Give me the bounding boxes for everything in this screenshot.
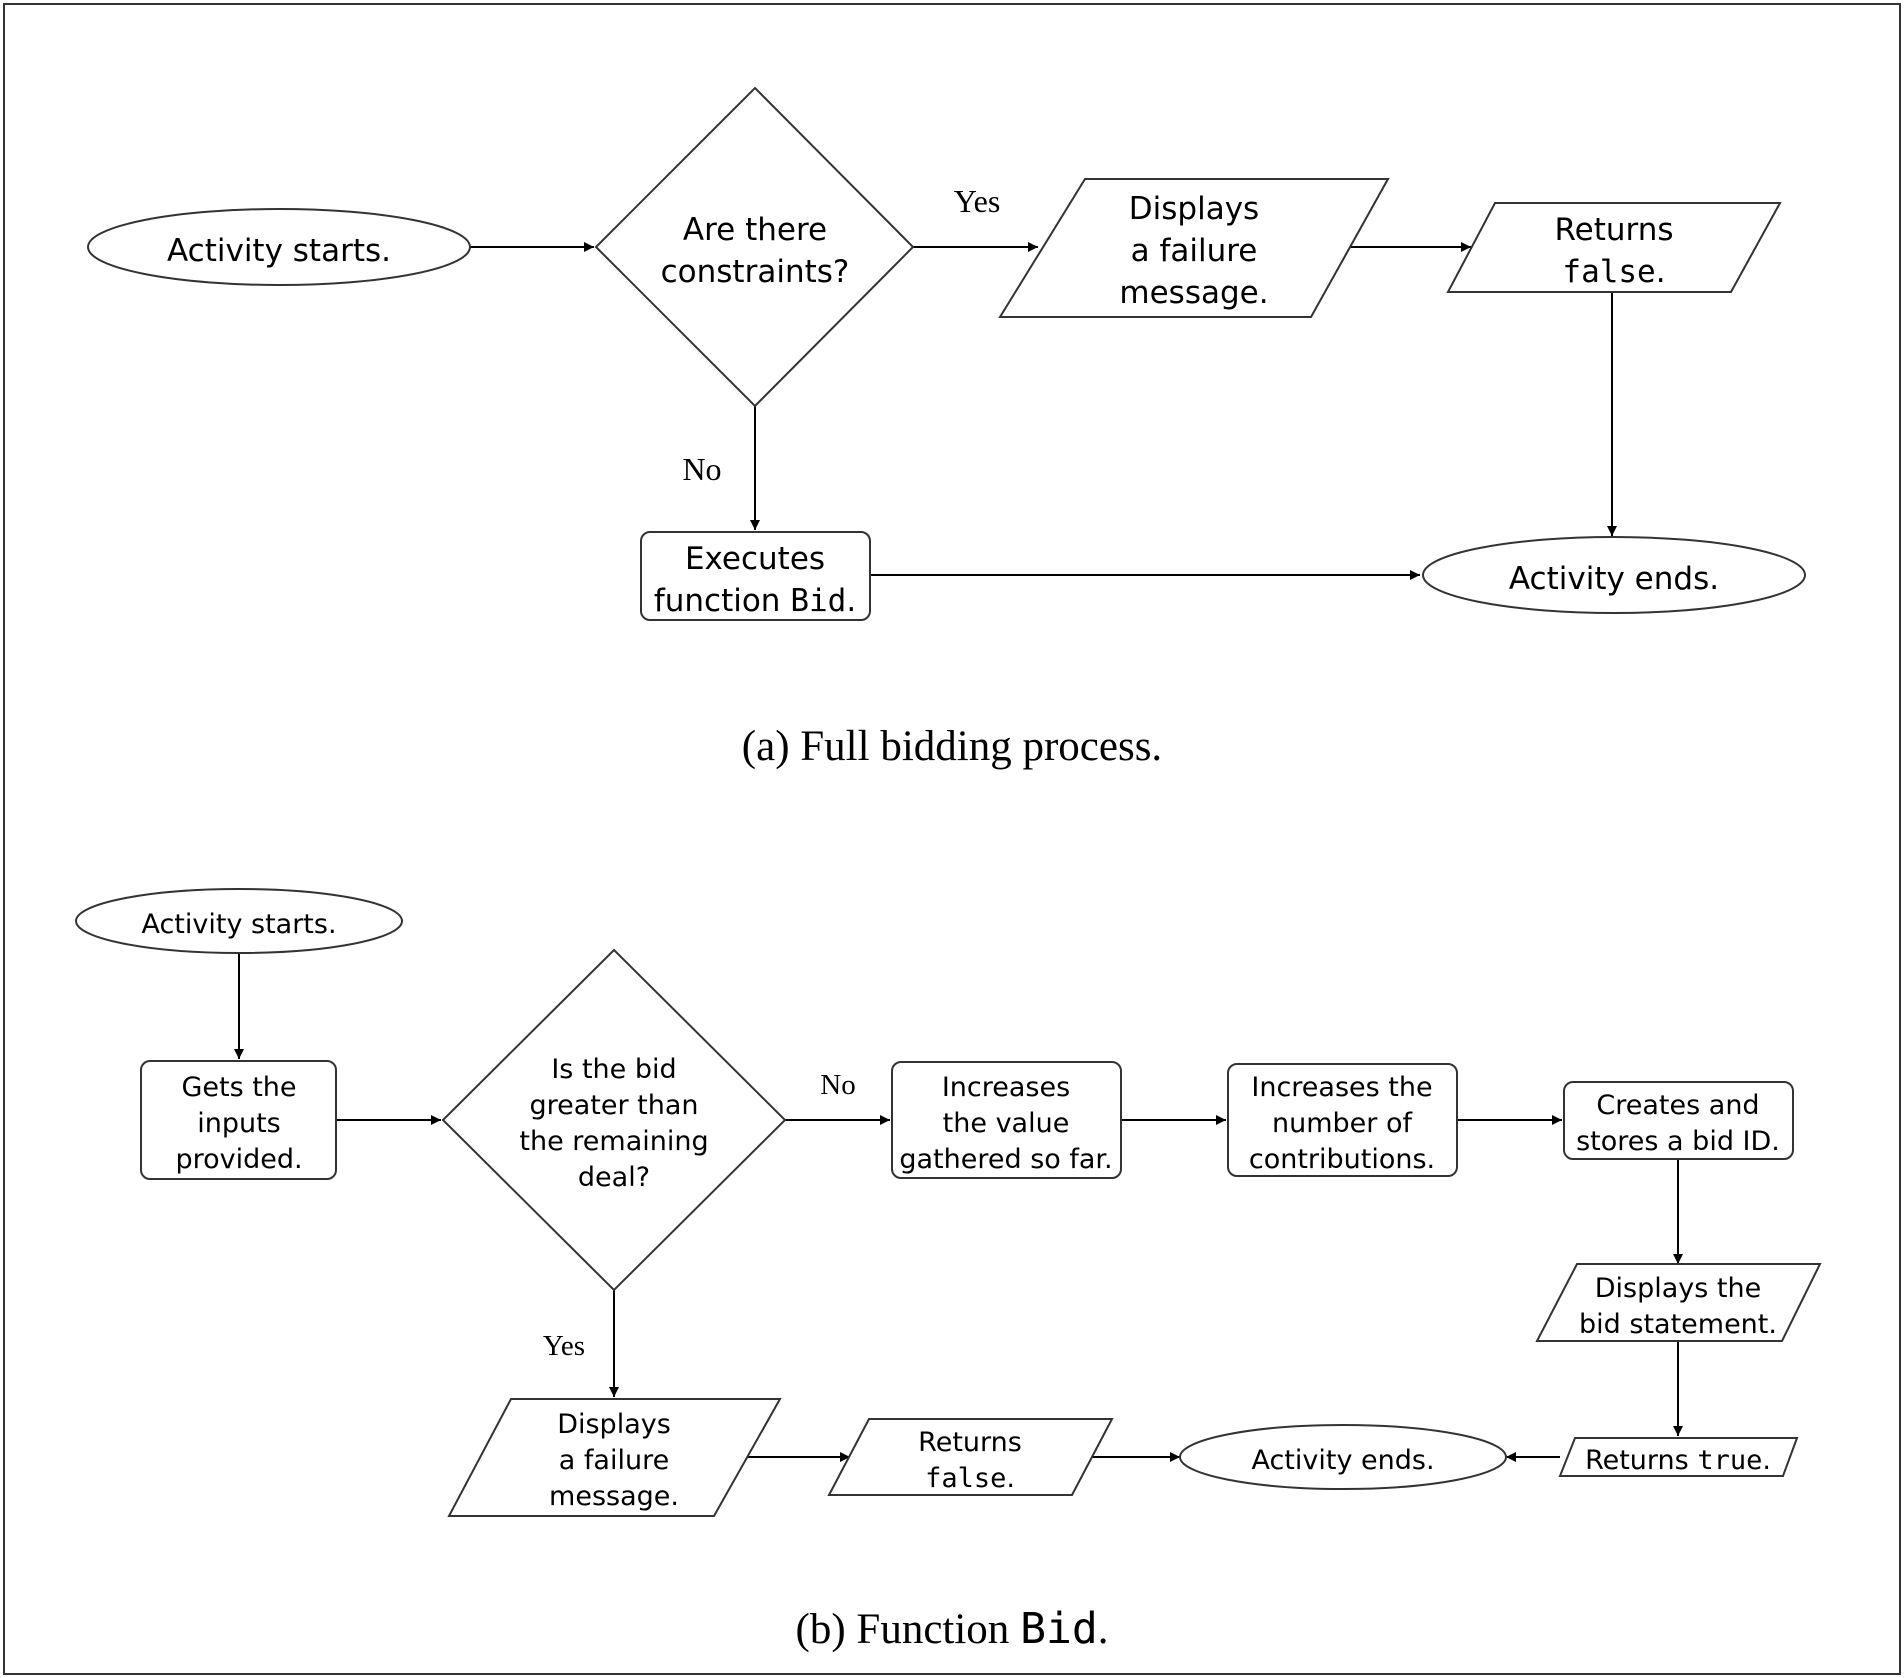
node-b-end: Activity ends. bbox=[1179, 1424, 1507, 1490]
edge-label-a-no: No bbox=[682, 451, 721, 487]
node-b-start-label: Activity starts. bbox=[141, 909, 336, 940]
node-b-returns-true: Returns true. bbox=[1558, 1437, 1799, 1477]
node-b-returns-true-label: Returns true. bbox=[1585, 1445, 1771, 1476]
caption-a: (a) Full bidding process. bbox=[742, 723, 1162, 770]
node-a-end-label: Activity ends. bbox=[1509, 561, 1719, 597]
node-b-end-label: Activity ends. bbox=[1251, 1445, 1434, 1476]
edge-label-a-yes: Yes bbox=[954, 183, 1001, 219]
node-a-start: Activity starts. bbox=[87, 208, 471, 286]
caption-b: (b) Function Bid. bbox=[796, 1604, 1109, 1654]
node-a-end: Activity ends. bbox=[1422, 536, 1806, 614]
edge-label-b-yes: Yes bbox=[543, 1330, 585, 1362]
node-b-start: Activity starts. bbox=[75, 888, 403, 954]
edge-label-b-no: No bbox=[820, 1069, 855, 1101]
figure-border bbox=[3, 3, 1901, 1675]
node-a-start-label: Activity starts. bbox=[167, 233, 391, 269]
